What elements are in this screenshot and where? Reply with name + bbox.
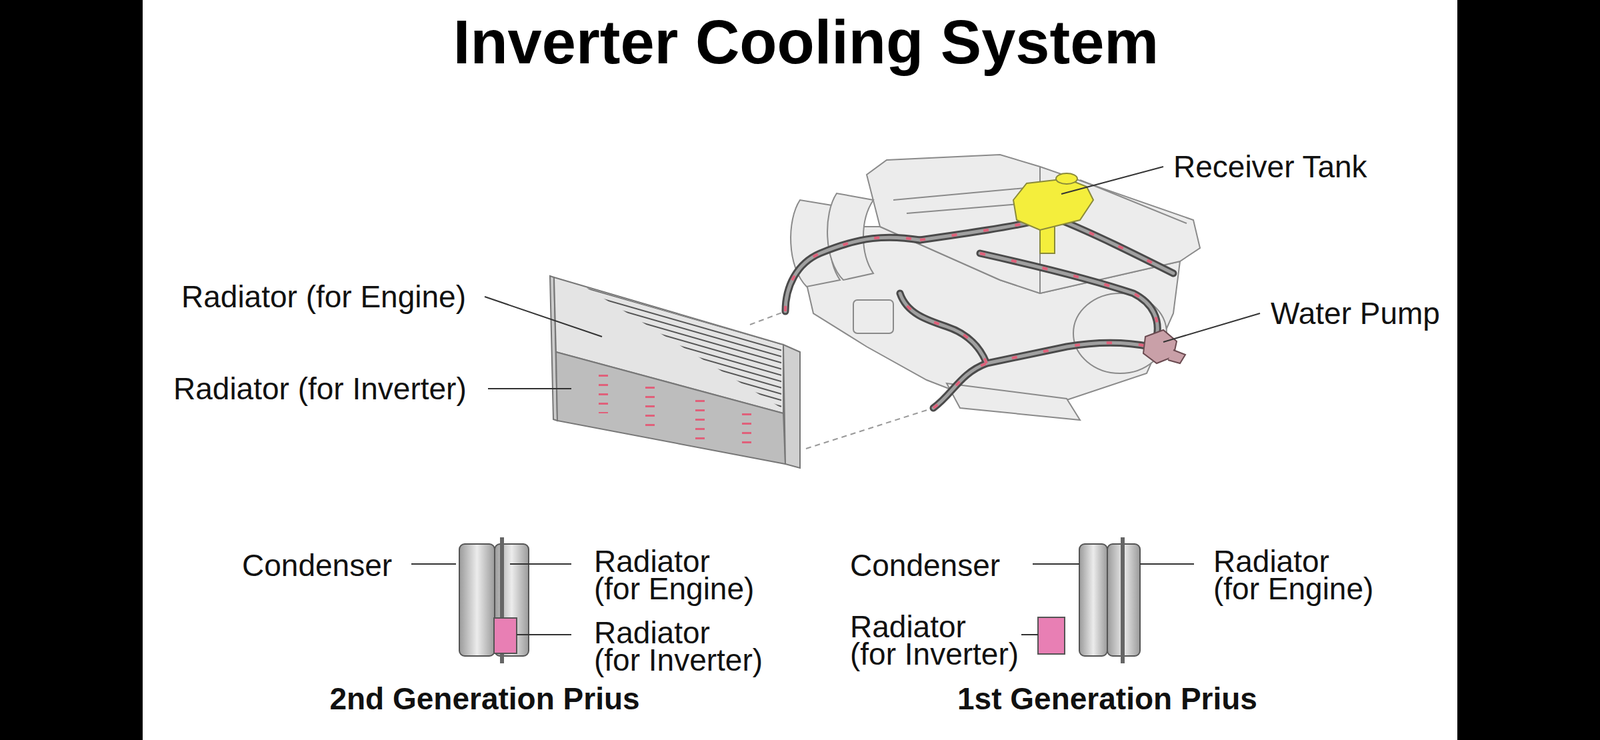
part-label: Radiator (for Inverter) bbox=[594, 619, 764, 674]
hose bbox=[1060, 220, 1174, 274]
hose bbox=[933, 342, 1150, 408]
coolant-flow-marks bbox=[742, 413, 752, 450]
part-label: Radiator (for Engine) bbox=[1213, 548, 1375, 603]
leader-line bbox=[1021, 634, 1038, 636]
part-label: Condenser bbox=[242, 548, 392, 584]
cylinder-head bbox=[866, 154, 1200, 294]
diagram-title: Inverter Cooling System bbox=[453, 7, 1159, 78]
hose bbox=[900, 293, 987, 364]
coolant-flow-marks bbox=[645, 386, 655, 427]
radiator-tank bbox=[783, 344, 800, 468]
receiver-tank bbox=[1013, 178, 1094, 230]
coolant-hoses bbox=[785, 220, 1174, 408]
tank-cap bbox=[1056, 173, 1078, 184]
leader-line bbox=[1140, 563, 1194, 565]
inverter-radiator-block bbox=[1038, 617, 1065, 654]
hose-connection-line bbox=[806, 408, 934, 449]
coolant-flow-marks bbox=[1060, 220, 1174, 274]
leader-line bbox=[484, 296, 602, 337]
leader-line bbox=[1163, 313, 1260, 342]
hose-connection-line bbox=[750, 311, 786, 325]
hose bbox=[900, 293, 987, 364]
page-background bbox=[142, 0, 1458, 740]
water-pump-illustration bbox=[1143, 330, 1186, 364]
part-label: Water Pump bbox=[1270, 296, 1440, 332]
generation-caption: 1st Generation Prius bbox=[957, 681, 1258, 717]
generation-caption: 2nd Generation Prius bbox=[329, 681, 640, 717]
leader-line bbox=[516, 634, 572, 636]
inverter-radiator-block bbox=[494, 618, 517, 654]
mount-post bbox=[1120, 537, 1125, 664]
pump-bracket bbox=[1168, 350, 1186, 364]
engine-illustration bbox=[790, 154, 1200, 420]
oil-pan bbox=[946, 383, 1080, 420]
hose bbox=[785, 237, 920, 312]
part-label: Receiver Tank bbox=[1173, 149, 1368, 185]
part-label: Radiator (for Inverter) bbox=[173, 371, 467, 407]
condenser-block bbox=[459, 544, 495, 656]
leader-line bbox=[510, 563, 572, 565]
part-label: Condenser bbox=[850, 548, 1000, 584]
hose bbox=[980, 253, 1158, 337]
part-label: Radiator (for Inverter) bbox=[850, 613, 1020, 668]
coolant-flow-marks bbox=[900, 293, 987, 364]
second-gen-layout bbox=[411, 537, 572, 664]
leader-line bbox=[488, 388, 572, 390]
engine-detail-lines bbox=[893, 166, 1187, 294]
coolant-flow-marks bbox=[785, 237, 920, 312]
receiver-tank-illustration bbox=[1013, 173, 1094, 254]
coolant-flow-marks bbox=[695, 400, 705, 440]
inverter-radiator-core bbox=[556, 352, 786, 464]
coolant-flow-marks bbox=[598, 374, 608, 414]
first-gen-layout bbox=[1021, 537, 1194, 664]
coolant-flow-marks bbox=[980, 253, 1158, 337]
part-label: Radiator (for Engine) bbox=[594, 548, 756, 603]
leader-line bbox=[1032, 563, 1080, 565]
hose bbox=[933, 342, 1150, 408]
leader-lines bbox=[484, 166, 1260, 389]
leader-line bbox=[1061, 166, 1164, 194]
condenser-block bbox=[1079, 544, 1108, 656]
coolant-flow-marks bbox=[933, 342, 1150, 408]
part-label: Radiator (for Engine) bbox=[181, 279, 466, 315]
hose bbox=[980, 253, 1158, 337]
engine-component bbox=[853, 300, 894, 334]
engine-radiator-block bbox=[494, 544, 529, 656]
hose bbox=[1060, 220, 1174, 274]
leader-line bbox=[411, 563, 456, 565]
radiator-illustration bbox=[550, 276, 800, 468]
